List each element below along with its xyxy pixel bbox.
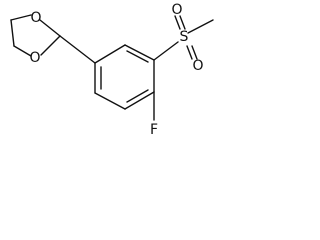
bond-sulfur-oxygen-bottom-b — [191, 45, 198, 60]
bond-ring-top-left — [10, 14, 32, 21]
bond-dioxolane-to-ring — [59, 35, 96, 64]
sulfonyl-oxygen-bottom: O — [192, 58, 203, 74]
bond-ring-to-sulfur — [153, 41, 179, 61]
bond-ring-bottom-left — [13, 45, 32, 57]
oxygen-atom-top-ring: O — [30, 10, 41, 26]
bond-benzene-bottom-left — [94, 92, 126, 110]
bond-benzene-inner-bottom-right — [126, 89, 149, 103]
bond-sulfur-oxygen-top-b — [179, 15, 186, 30]
bond-sulfur-to-methyl — [187, 19, 214, 34]
chemical-structure-canvas: O O S O O F — [0, 0, 244, 140]
bond-ring-left — [10, 19, 15, 47]
bond-benzene-top-right — [124, 44, 155, 61]
bond-sulfur-oxygen-top-a — [174, 15, 181, 30]
molecule-diagram: O O S O O F — [10, 2, 214, 138]
bond-ring-top-right — [39, 19, 61, 37]
bond-benzene-inner-top — [126, 50, 149, 63]
bond-sulfur-oxygen-bottom-a — [186, 45, 193, 60]
bond-ring-bottom-right — [40, 35, 61, 56]
fluorine-atom: F — [150, 122, 158, 138]
sulfur-atom: S — [180, 29, 189, 45]
bond-benzene-top-left — [94, 44, 126, 64]
oxygen-atom-bottom-ring: O — [29, 50, 40, 66]
bond-benzene-bottom-right — [124, 91, 155, 110]
sulfonyl-oxygen-top: O — [171, 2, 182, 18]
